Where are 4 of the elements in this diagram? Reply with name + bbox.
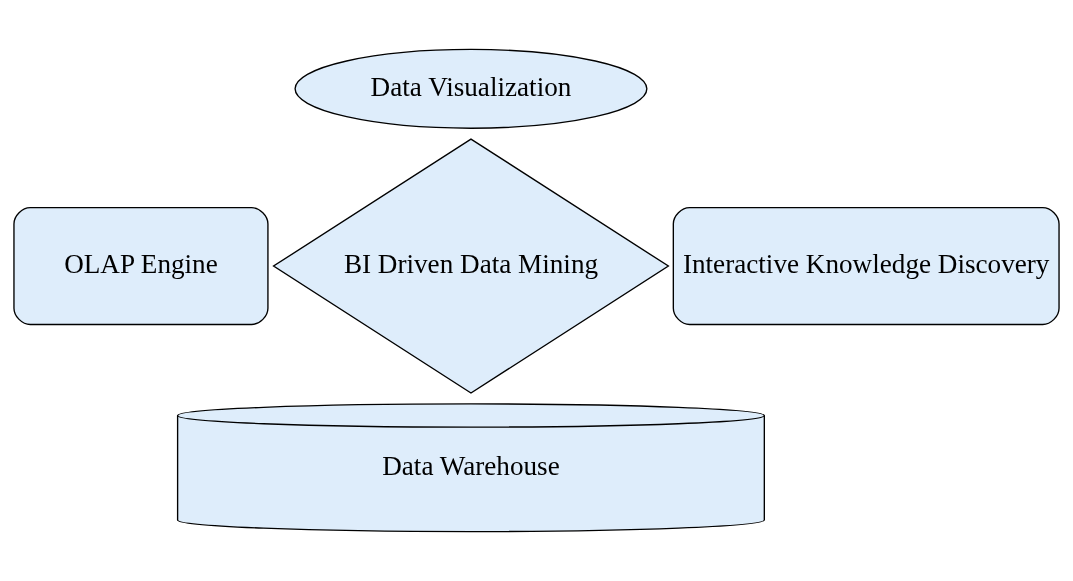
node-diamond: BI Driven Data Mining <box>272 138 670 394</box>
node-box: Interactive Knowledge Discovery <box>672 206 1060 326</box>
node-box: OLAP Engine <box>13 206 269 326</box>
node-ellipse: Data Visualization <box>294 48 648 129</box>
